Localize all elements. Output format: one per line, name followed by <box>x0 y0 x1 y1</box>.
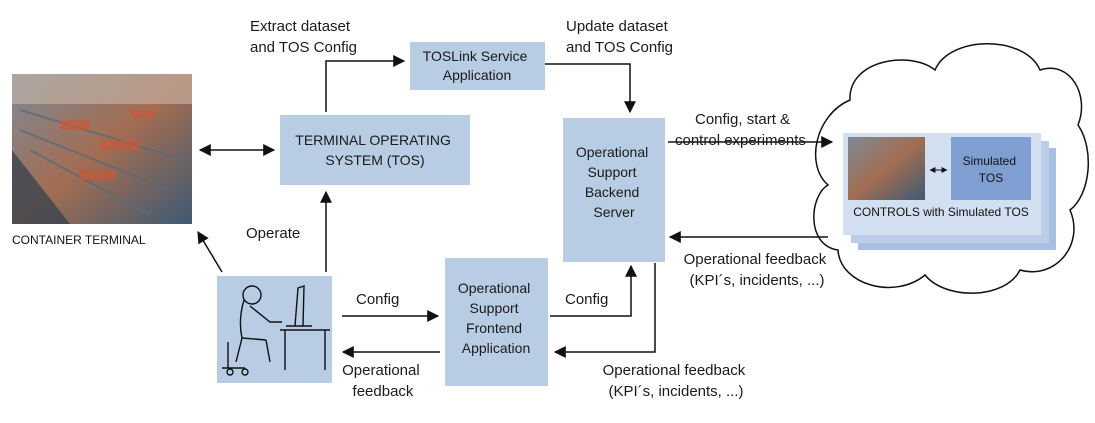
label-op-feedback-right-bottom: Operational feedback (KPI´s, incidents, … <box>603 362 750 400</box>
simulated-tos-line-2: TOS <box>979 171 1003 185</box>
backend-line-3: Backend <box>585 184 639 200</box>
label-op-feedback-left-line-2: feedback <box>353 383 414 400</box>
frontend-line-1: Operational <box>458 280 530 296</box>
label-update: Update dataset and TOS Config <box>566 18 673 56</box>
label-op-feedback-right-bottom-line-2: (KPI´s, incidents, ...) <box>608 383 743 400</box>
backend-line-4: Server <box>593 204 635 220</box>
label-config-left: Config <box>356 291 399 308</box>
simulated-terminal-photo <box>848 137 925 200</box>
arrow-toslink-backend <box>545 63 636 114</box>
backend-box <box>563 118 665 262</box>
simulated-tos-label: Simulated TOS <box>963 154 1020 185</box>
frontend-box-label: Operational Support Frontend Application <box>458 280 534 356</box>
toslink-box-label: TOSLink Service Application <box>423 48 532 83</box>
label-op-feedback-right-top-line-2: (KPI´s, incidents, ...) <box>689 272 824 289</box>
arrow-backend-frontend <box>553 263 656 358</box>
tos-line-1: TERMINAL OPERATING <box>295 132 451 148</box>
frontend-box <box>445 258 548 386</box>
frontend-line-2: Support <box>470 300 519 316</box>
simulated-tos-box <box>951 137 1031 200</box>
backend-box-label: Operational Support Backend Server <box>576 144 652 220</box>
frontend-line-3: Frontend <box>466 320 522 336</box>
backend-line-2: Support <box>588 164 637 180</box>
label-op-feedback-left: Operational feedback <box>342 362 424 400</box>
arrow-operator-terminal <box>197 230 223 273</box>
tos-line-2: SYSTEM (TOS) <box>325 152 424 168</box>
container-terminal-label: CONTAINER TERMINAL <box>12 233 146 247</box>
simulation-cloud: Simulated TOS CONTROLS with Simulated TO… <box>813 43 1089 294</box>
simulated-tos-line-1: Simulated <box>963 154 1016 168</box>
operator-icon <box>217 276 332 383</box>
label-op-feedback-right-top: Operational feedback (KPI´s, incidents, … <box>684 251 831 289</box>
toslink-box <box>410 42 545 90</box>
label-extract-line-2: and TOS Config <box>250 39 357 56</box>
label-extract-line-1: Extract dataset <box>250 18 351 35</box>
label-config-start-line-2: control experiments <box>675 132 806 149</box>
arrow-tos-toslink <box>325 55 406 112</box>
label-config-right: Config <box>565 291 608 308</box>
label-op-feedback-left-line-1: Operational <box>342 362 420 379</box>
frontend-line-4: Application <box>462 340 531 356</box>
label-op-feedback-right-top-line-1: Operational feedback <box>684 251 827 268</box>
tos-box-label: TERMINAL OPERATING SYSTEM (TOS) <box>295 132 454 168</box>
label-config-start: Config, start & control experiments <box>675 111 806 149</box>
label-op-feedback-right-bottom-line-1: Operational feedback <box>603 362 746 379</box>
toslink-line-1: TOSLink Service <box>423 48 528 64</box>
label-update-line-1: Update dataset <box>566 18 669 35</box>
backend-line-1: Operational <box>576 144 648 160</box>
arrow-frontend-backend <box>550 264 637 317</box>
controls-label: CONTROLS with Simulated TOS <box>853 205 1029 219</box>
container-terminal-photo <box>12 74 192 224</box>
tos-box <box>280 115 470 185</box>
label-operate: Operate <box>246 225 300 242</box>
toslink-line-2: Application <box>443 67 512 83</box>
label-update-line-2: and TOS Config <box>566 39 673 56</box>
label-config-start-line-1: Config, start & <box>695 111 790 128</box>
label-extract: Extract dataset and TOS Config <box>250 18 357 56</box>
